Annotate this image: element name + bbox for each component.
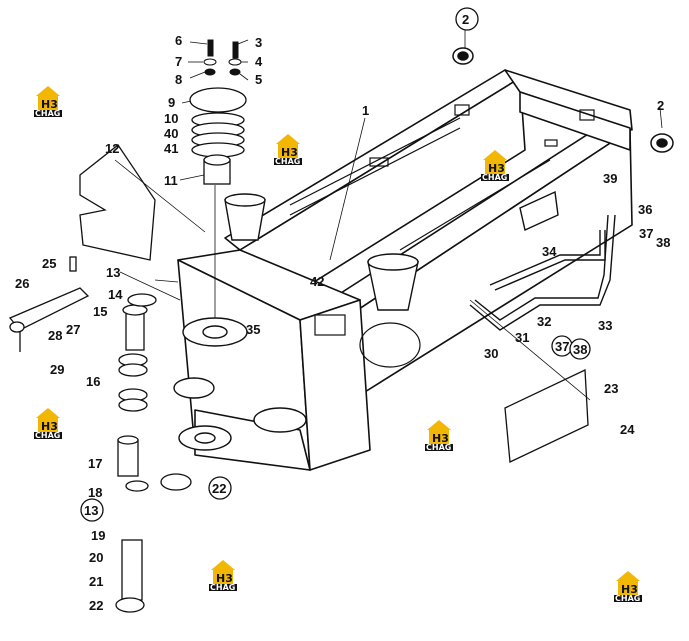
label-12: 12 <box>105 141 119 156</box>
label-30: 30 <box>484 346 498 361</box>
label-22-circled: 22 <box>212 481 226 496</box>
label-27: 27 <box>66 322 80 337</box>
svg-text:CHAG: CHAG <box>210 583 235 592</box>
rear-mount-blocks <box>224 193 419 311</box>
label-38-circled: 38 <box>573 342 587 357</box>
label-5: 5 <box>255 72 262 87</box>
label-25: 25 <box>42 256 56 271</box>
label-8: 8 <box>175 72 182 87</box>
main-frame <box>177 69 633 471</box>
circled-markers <box>80 7 591 522</box>
lever-assembly <box>8 256 90 352</box>
label-28: 28 <box>48 328 62 343</box>
label-35: 35 <box>246 322 260 337</box>
label-2: 2 <box>657 98 664 113</box>
svg-text:CHAG: CHAG <box>35 431 60 440</box>
top-bushing-stack <box>189 87 247 185</box>
label-19: 19 <box>91 528 105 543</box>
label-16: 16 <box>86 374 100 389</box>
pivot-plates <box>173 317 307 451</box>
svg-text:CHAG: CHAG <box>275 157 300 166</box>
svg-text:H3: H3 <box>41 98 58 111</box>
label-22: 22 <box>89 598 103 613</box>
svg-text:CHAG: CHAG <box>482 173 507 182</box>
svg-text:H3: H3 <box>432 432 449 445</box>
label-38: 38 <box>656 235 670 250</box>
left-pin-parts <box>115 293 192 613</box>
label-17: 17 <box>88 456 102 471</box>
top-bolts <box>203 39 242 76</box>
frame-details <box>289 104 595 368</box>
label-37-circled: 37 <box>555 339 569 354</box>
label-32: 32 <box>537 314 551 329</box>
part-numbers: 1 2 2 3 4 5 6 7 8 9 10 40 41 11 12 13 13… <box>15 12 670 613</box>
svg-text:H3: H3 <box>216 572 233 585</box>
svg-text:CHAG: CHAG <box>35 109 60 118</box>
label-21: 21 <box>89 574 103 589</box>
label-4: 4 <box>255 54 263 69</box>
label-36: 36 <box>638 202 652 217</box>
svg-text:H3: H3 <box>621 583 638 596</box>
label-42: 42 <box>310 274 324 289</box>
label-11: 11 <box>164 173 178 188</box>
label-7: 7 <box>175 54 182 69</box>
label-41: 41 <box>164 141 178 156</box>
svg-text:CHAG: CHAG <box>426 443 451 452</box>
label-18: 18 <box>88 485 102 500</box>
label-26: 26 <box>15 276 29 291</box>
label-39: 39 <box>603 171 617 186</box>
label-34: 34 <box>542 244 557 259</box>
label-6: 6 <box>175 33 182 48</box>
svg-text:H3: H3 <box>281 146 298 159</box>
cover-plate-23 <box>504 368 589 463</box>
label-14: 14 <box>108 287 123 302</box>
svg-text:H3: H3 <box>41 420 58 433</box>
label-29: 29 <box>50 362 64 377</box>
label-37: 37 <box>639 226 653 241</box>
svg-text:H3: H3 <box>488 162 505 175</box>
label-13-circled: 13 <box>84 503 98 518</box>
label-23: 23 <box>604 381 618 396</box>
cover-plate-12 <box>79 144 156 261</box>
label-20: 20 <box>89 550 103 565</box>
label-31: 31 <box>515 330 529 345</box>
label-13: 13 <box>106 265 120 280</box>
label-2-circled: 2 <box>462 12 469 27</box>
svg-text:CHAG: CHAG <box>615 594 640 603</box>
label-3: 3 <box>255 35 262 50</box>
label-9: 9 <box>168 95 175 110</box>
label-15: 15 <box>93 304 107 319</box>
leader-lines <box>114 30 663 401</box>
label-33: 33 <box>598 318 612 333</box>
label-10: 10 <box>164 111 178 126</box>
hydraulic-lines <box>469 190 616 331</box>
label-40: 40 <box>164 126 178 141</box>
bushings-2 <box>452 47 674 153</box>
label-24: 24 <box>620 422 635 437</box>
label-1: 1 <box>362 103 369 118</box>
